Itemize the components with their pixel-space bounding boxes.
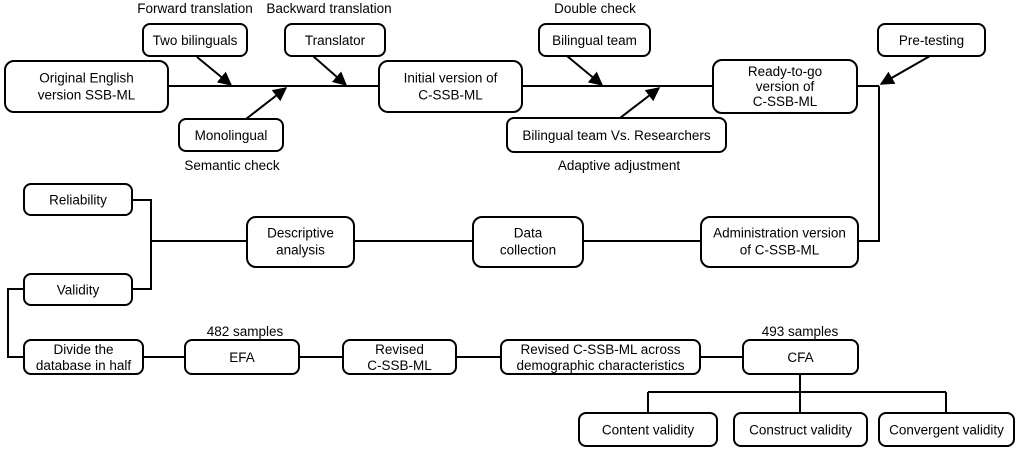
box-monolingual: Monolingual — [178, 118, 284, 152]
box-bilingual-team-text: Bilingual team — [552, 33, 637, 48]
box-label-line: version of — [756, 79, 815, 94]
box-label-line: collection — [500, 243, 556, 258]
box-label-line: Construct validity — [749, 423, 852, 438]
box-data-collection-text: Data collection — [500, 226, 556, 258]
arrow-pre-testing — [879, 55, 931, 85]
box-cfa-text: CFA — [787, 350, 813, 365]
box-construct-validity-text: Construct validity — [749, 423, 852, 438]
box-bilingual-team: Bilingual team — [538, 23, 651, 57]
box-label-line: Validity — [57, 283, 100, 298]
box-label-line: Monolingual — [195, 128, 268, 143]
box-pre-testing: Pre-testing — [877, 23, 986, 57]
box-label-line: demographic characteristics — [516, 358, 684, 373]
arrow-translator — [312, 55, 348, 86]
arrow-bilingual-vs — [619, 87, 661, 119]
box-bilingual-vs: Bilingual team Vs. Researchers — [506, 117, 727, 153]
box-administration-text: Administration version of C-SSB-ML — [713, 226, 846, 258]
connectors — [7, 55, 947, 413]
box-bilingual-vs-text: Bilingual team Vs. Researchers — [522, 128, 711, 143]
box-original-text: Original English version SSB-ML — [38, 71, 136, 103]
arrow-bilingual-team — [566, 55, 604, 86]
label-double-check: Double check — [554, 1, 636, 16]
box-label-line: Revised — [375, 342, 424, 357]
label-backward-translation: Backward translation — [266, 1, 391, 16]
arrow-two-bilinguals — [196, 56, 233, 86]
box-reliability-text: Reliability — [49, 193, 107, 208]
box-descriptive-text: Descriptive analysis — [267, 226, 334, 258]
box-label-line: Divide the — [53, 342, 113, 357]
box-label-line: Revised C-SSB-ML across — [520, 342, 680, 357]
box-construct-validity: Construct validity — [733, 412, 868, 447]
box-pre-testing-text: Pre-testing — [899, 33, 964, 48]
box-label-line: C-SSB-ML — [418, 88, 483, 103]
box-monolingual-text: Monolingual — [195, 128, 268, 143]
box-initial-version: Initial version of C-SSB-ML — [378, 60, 523, 113]
box-label-line: Pre-testing — [899, 33, 964, 48]
box-label-line: Content validity — [602, 423, 695, 438]
box-label-line: C-SSB-ML — [367, 358, 432, 373]
box-label-line: CFA — [787, 350, 813, 365]
bracket-reliability-validity — [132, 199, 152, 290]
box-reliability: Reliability — [23, 183, 133, 216]
line-validity-divide — [7, 288, 24, 358]
box-label-line: Translator — [305, 33, 366, 48]
box-label-line: Original English — [39, 71, 134, 86]
box-label-line: EFA — [229, 350, 255, 365]
box-data-collection: Data collection — [472, 216, 584, 268]
box-validity-text: Validity — [57, 283, 100, 298]
box-label-line: C-SSB-ML — [753, 94, 818, 109]
box-efa-text: EFA — [229, 350, 255, 365]
box-two-bilinguals: Two bilinguals — [142, 23, 248, 57]
box-translator: Translator — [284, 23, 386, 57]
box-descriptive: Descriptive analysis — [246, 216, 355, 268]
box-cfa: CFA — [742, 339, 859, 375]
box-label-line: Bilingual team — [552, 33, 637, 48]
box-label-line: version SSB-ML — [38, 88, 136, 103]
box-translator-text: Translator — [305, 33, 366, 48]
label-482-samples: 482 samples — [207, 324, 284, 339]
box-label-line: analysis — [276, 243, 325, 258]
box-label-line: Descriptive — [267, 226, 334, 241]
line-to-administration — [858, 86, 880, 242]
label-semantic-check: Semantic check — [184, 158, 280, 173]
box-convergent-validity: Convergent validity — [878, 412, 1015, 447]
box-efa: EFA — [184, 339, 300, 375]
box-two-bilinguals-text: Two bilinguals — [153, 33, 238, 48]
box-label-line: database in half — [36, 358, 132, 373]
label-493-samples: 493 samples — [762, 324, 839, 339]
box-content-validity: Content validity — [578, 412, 718, 447]
box-label-line: Two bilinguals — [153, 33, 238, 48]
box-label-line: of C-SSB-ML — [740, 243, 820, 258]
box-label-line: Bilingual team Vs. Researchers — [522, 128, 711, 143]
box-initial-version-text: Initial version of C-SSB-ML — [404, 71, 498, 103]
box-label-line: Data — [514, 226, 543, 241]
arrow-monolingual — [245, 87, 288, 120]
box-content-validity-text: Content validity — [602, 423, 695, 438]
box-label-line: Administration version — [713, 226, 846, 241]
box-convergent-validity-text: Convergent validity — [889, 423, 1004, 438]
label-adaptive-adjustment: Adaptive adjustment — [558, 158, 681, 173]
box-validity: Validity — [23, 273, 133, 306]
label-forward-translation: Forward translation — [137, 1, 253, 16]
box-label-line: Ready-to-go — [748, 64, 822, 79]
box-label-line: Initial version of — [404, 71, 498, 86]
box-label-line: Reliability — [49, 193, 107, 208]
box-administration: Administration version of C-SSB-ML — [700, 216, 859, 268]
box-original: Original English version SSB-ML — [4, 60, 169, 113]
box-label-line: Convergent validity — [889, 423, 1004, 438]
